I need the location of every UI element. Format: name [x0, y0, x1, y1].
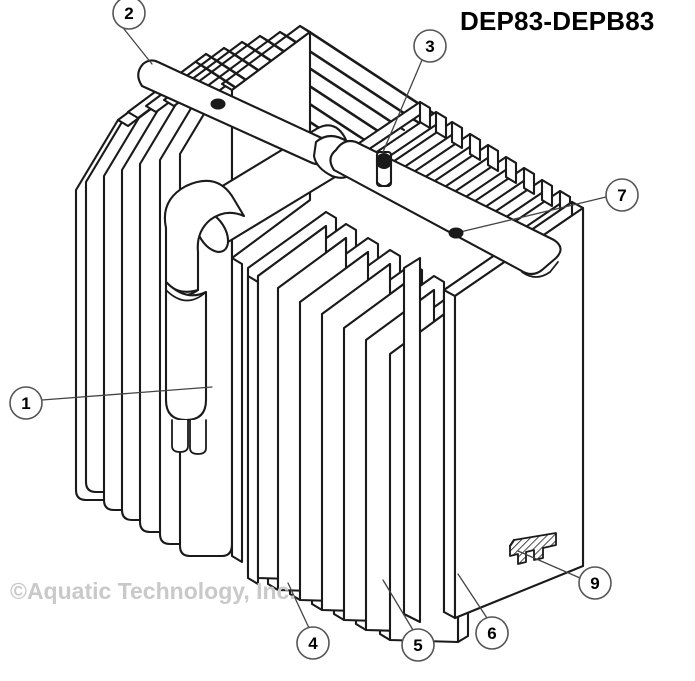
leader-lines	[41, 28, 607, 631]
callout-circle-7	[605, 178, 639, 212]
copyright-watermark: ©Aquatic Technology, Inc.	[10, 578, 296, 604]
callout-label-6: 6	[487, 624, 496, 643]
callout-circle-1	[9, 386, 43, 420]
callout-6[interactable]: 6	[475, 616, 509, 650]
locking-pin	[375, 150, 393, 188]
callout-circle-5	[401, 628, 435, 662]
bar-marker-2	[210, 98, 226, 110]
end-plate	[442, 200, 585, 620]
callout-3[interactable]: 3	[413, 29, 447, 63]
bar-marker-7	[448, 227, 464, 239]
callout-group: 1 2 3 4 5 6 7 9	[9, 0, 639, 662]
leader-line-4	[287, 582, 310, 629]
pin-marker-3	[376, 157, 390, 169]
end-plate-inner	[402, 256, 422, 624]
callout-label-7: 7	[617, 186, 626, 205]
callout-1[interactable]: 1	[9, 386, 43, 420]
standpipe	[164, 280, 208, 455]
callout-circle-3	[413, 29, 447, 63]
leader-line-9	[517, 550, 581, 579]
callout-label-2: 2	[124, 4, 133, 23]
leader-line-2	[123, 28, 153, 65]
leader-line-5	[382, 579, 414, 631]
callout-circle-9	[578, 566, 612, 600]
callout-label-9: 9	[590, 574, 599, 593]
callout-circle-4	[296, 626, 330, 660]
callout-label-3: 3	[425, 37, 434, 56]
callout-9[interactable]: 9	[578, 566, 612, 600]
callout-5[interactable]: 5	[401, 628, 435, 662]
callout-circle-6	[475, 616, 509, 650]
leader-line-3	[382, 59, 423, 153]
fin-stack-left	[74, 82, 234, 558]
leader-line-1	[41, 386, 213, 401]
page-title: DEP83-DEPB83	[460, 6, 655, 36]
leader-line-7	[455, 196, 607, 234]
fin-faces-front	[256, 224, 460, 644]
bottom-clip	[508, 532, 557, 565]
callout-label-1: 1	[21, 394, 30, 413]
part-markers	[210, 98, 464, 239]
callout-label-4: 4	[308, 634, 318, 653]
callout-2[interactable]: 2	[112, 0, 146, 30]
callout-label-5: 5	[413, 636, 422, 655]
callout-7[interactable]: 7	[605, 178, 639, 212]
callout-4[interactable]: 4	[296, 626, 330, 660]
leader-line-6	[457, 573, 488, 619]
callout-circle-2	[112, 0, 146, 30]
